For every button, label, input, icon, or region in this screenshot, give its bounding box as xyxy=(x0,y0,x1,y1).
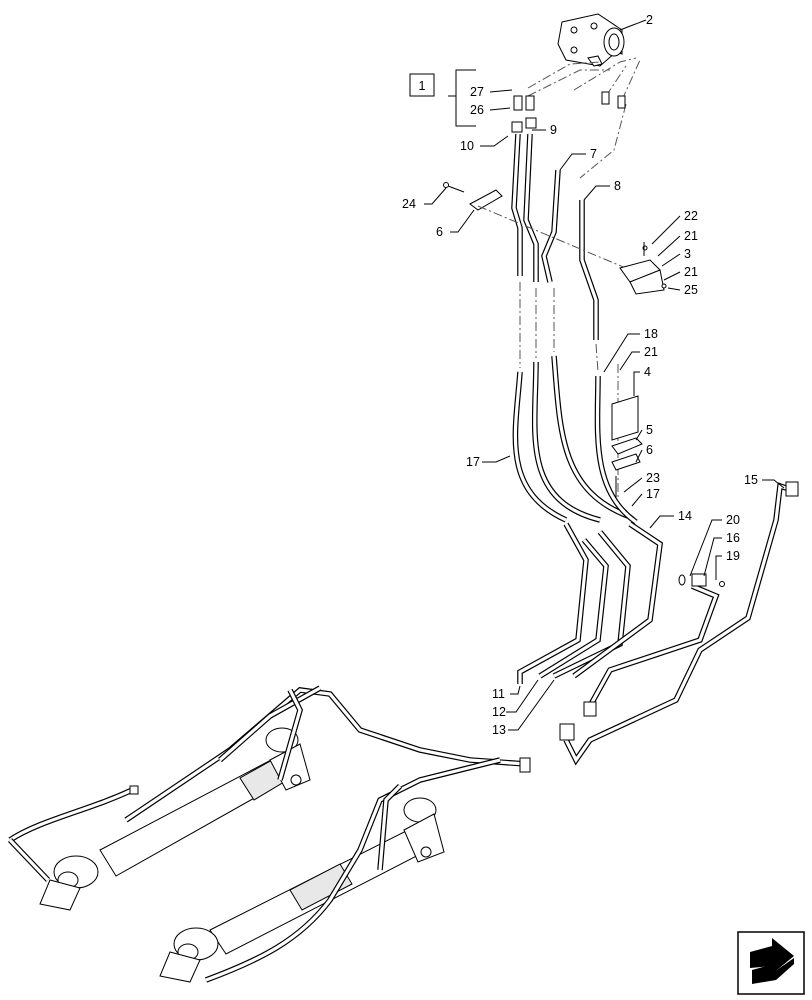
fittings-26-27 xyxy=(511,91,626,133)
callout-9: 9 xyxy=(550,123,557,137)
flexible-hoses-17 xyxy=(512,355,638,525)
callout-25: 25 xyxy=(684,283,698,297)
callout-2: 2 xyxy=(646,13,653,27)
next-page-arrow-icon[interactable] xyxy=(737,931,805,995)
callout-17-right: 17 xyxy=(646,487,660,501)
kit-reference-box: 1 xyxy=(409,73,435,97)
callout-6-lower: 6 xyxy=(646,443,653,457)
rigid-tubes-lower xyxy=(517,521,664,684)
callout-26: 26 xyxy=(470,103,484,117)
callout-3: 3 xyxy=(684,247,691,261)
callout-8: 8 xyxy=(614,179,621,193)
callout-13: 13 xyxy=(492,723,506,737)
bracket-4-clamp-5 xyxy=(611,395,643,502)
callout-21-lower: 21 xyxy=(644,345,658,359)
fittings-16-19-20 xyxy=(678,573,725,587)
callout-21-upper: 21 xyxy=(684,229,698,243)
tube-15 xyxy=(559,481,799,766)
callout-5: 5 xyxy=(646,423,653,437)
callout-15: 15 xyxy=(744,473,758,487)
callout-7: 7 xyxy=(590,147,597,161)
callout-27: 27 xyxy=(470,85,484,99)
callout-23: 23 xyxy=(646,471,660,485)
callout-16: 16 xyxy=(726,531,740,545)
callout-14: 14 xyxy=(678,509,692,523)
kit-bracket xyxy=(448,69,476,127)
valve-dashed-lines xyxy=(527,57,641,179)
callout-labels: 2 27 26 10 9 7 8 24 6 22 21 3 21 25 18 2… xyxy=(402,13,758,737)
callout-24: 24 xyxy=(402,197,416,211)
mounting-bracket-6 xyxy=(443,182,641,275)
callout-12: 12 xyxy=(492,705,506,719)
clamp-3 xyxy=(619,242,667,295)
callout-21-middle: 21 xyxy=(684,265,698,279)
callout-17-left: 17 xyxy=(466,455,480,469)
callout-6-upper: 6 xyxy=(436,225,443,239)
callout-20: 20 xyxy=(726,513,740,527)
rigid-tubes-upper xyxy=(511,133,599,340)
axle-steering-cylinders xyxy=(7,685,531,983)
leader-lines xyxy=(424,89,785,731)
callout-19: 19 xyxy=(726,549,740,563)
callout-11: 11 xyxy=(492,687,505,701)
kit-box-label: 1 xyxy=(419,79,426,93)
callout-4: 4 xyxy=(644,365,651,379)
steering-valve xyxy=(557,13,647,67)
callout-18: 18 xyxy=(644,327,658,341)
callout-10: 10 xyxy=(460,139,474,153)
callout-22: 22 xyxy=(684,209,698,223)
